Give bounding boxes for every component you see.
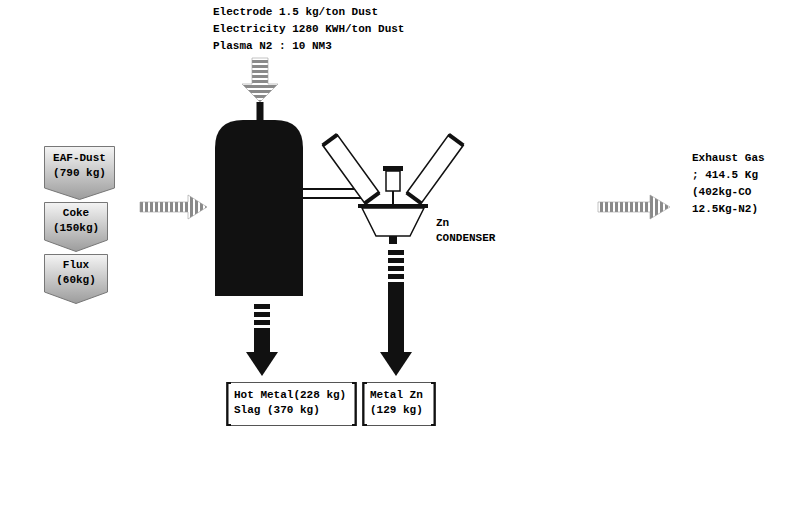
plasma-furnace [215, 120, 303, 296]
output-arrow [388, 258, 404, 263]
arm-cap [365, 193, 380, 204]
node-text: Metal Zn (129 kg) [370, 388, 425, 418]
node-text: EAF-Dust (790 kg) [48, 151, 110, 181]
energy-note: Electrode 1.5 kg/ton Dust [213, 4, 378, 20]
output-arrow [380, 352, 412, 376]
node-text: Flux (60kg) [55, 258, 97, 288]
input-arrow [242, 58, 278, 102]
input-box: Coke (150kg) [44, 202, 108, 252]
feed-arrow [140, 195, 207, 219]
output-arrow [388, 266, 404, 271]
bracket [228, 383, 232, 425]
condenser-motor [386, 171, 400, 191]
input-box: Flux (60kg) [44, 254, 108, 304]
condenser-lid [358, 204, 428, 208]
product-box: Hot Metal(228 kg)Slag (370 kg) [226, 382, 357, 426]
arm-cap [323, 135, 338, 146]
motor-shaft [392, 191, 394, 205]
product-frame-outline [227, 383, 357, 426]
exhaust-arrow [598, 195, 670, 219]
arm-cap [449, 135, 464, 146]
energy-note: Plasma N2 : 10 NM3 [213, 38, 332, 54]
equipment-label: Zn CONDENSER [436, 216, 498, 246]
feed-shape-outline [45, 203, 108, 252]
output-arrow [254, 312, 270, 317]
output-arrow [246, 352, 278, 376]
condenser-arm [407, 135, 464, 204]
condenser-arm [323, 135, 380, 204]
node-text: Slag (370 kg) [234, 403, 320, 418]
arm-cap [407, 193, 422, 204]
output-arrow [254, 304, 270, 309]
input-box: EAF-Dust (790 kg) [44, 146, 115, 200]
exhaust-note: Exhaust Gas ; 414.5 Kg (402kg-CO 12.5Kg-… [692, 150, 774, 218]
bracket [431, 383, 435, 425]
node-text: Hot Metal(228 kg) [234, 388, 346, 403]
output-arrow [388, 282, 404, 353]
condenser-outlet [389, 236, 397, 244]
energy-note: Electricity 1280 KWH/ton Dust [213, 21, 404, 37]
output-arrow [254, 328, 270, 353]
node-text: Coke (150kg) [52, 206, 101, 236]
condenser-bowl [362, 208, 424, 236]
product-box: Metal Zn (129 kg) [362, 382, 436, 426]
pipe [303, 197, 362, 199]
output-arrow [388, 250, 404, 255]
feed-shape-outline [45, 147, 115, 200]
bracket [352, 383, 356, 425]
output-arrow [388, 274, 404, 279]
bracket [364, 383, 368, 425]
product-frame-outline [363, 383, 436, 426]
output-arrow [254, 320, 270, 325]
feed-shape-outline [45, 255, 108, 304]
